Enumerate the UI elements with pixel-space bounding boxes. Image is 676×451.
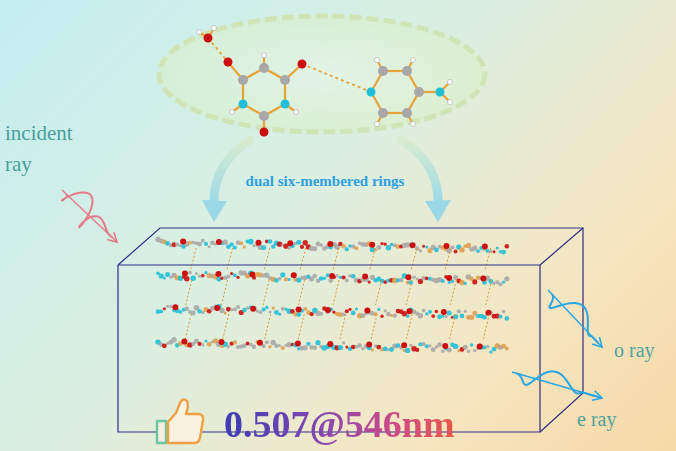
rings-caption: dual six-membered rings [246,172,405,190]
curved-arrows [202,140,451,222]
thumbs-up-icon [157,399,203,443]
incident-label: incident ray [5,118,89,180]
birefringence-value: 0.507@546nm [224,402,455,446]
e-ray-label: e ray [577,407,616,431]
light-waves [62,190,602,400]
o-ray-label: o ray [614,338,655,362]
molecule-structure [196,25,452,136]
molecule-ellipse [159,16,485,132]
